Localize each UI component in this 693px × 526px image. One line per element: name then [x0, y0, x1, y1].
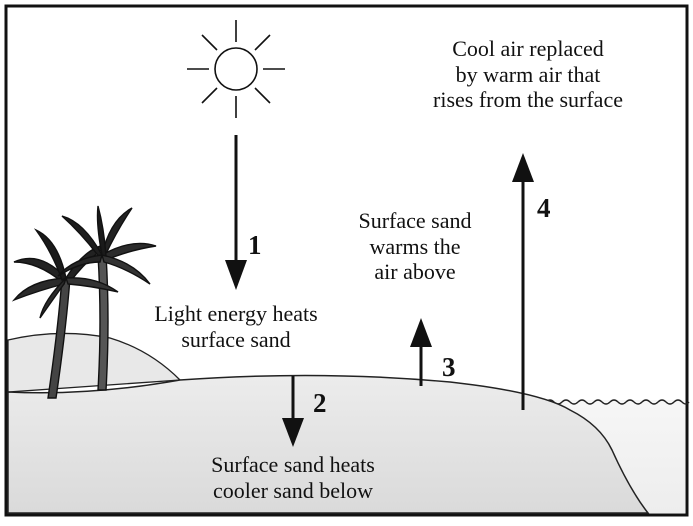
- step-number-2: 2: [313, 388, 327, 418]
- step-number-4: 4: [537, 193, 551, 223]
- caption-line: cooler sand below: [212, 477, 374, 503]
- arrow-down-icon: [282, 376, 304, 447]
- caption-line: air above: [374, 259, 456, 285]
- caption-line: by warm air that: [455, 61, 601, 87]
- sun-icon: [187, 20, 285, 118]
- arrow-up-icon: [410, 318, 432, 386]
- step-number-3: 3: [442, 352, 456, 382]
- step-1-caption: Light energy heats surface sand: [104, 301, 368, 352]
- step-number-1: 1: [248, 230, 262, 260]
- arrow-up-icon: [512, 153, 534, 410]
- caption-line: Cool air replaced: [452, 36, 604, 61]
- caption-line: rises from the surface: [433, 87, 623, 113]
- caption-line: Surface sand heats: [211, 452, 375, 477]
- caption-line: warms the: [369, 233, 461, 259]
- caption-line: Light energy heats: [154, 301, 318, 326]
- beach-sand: [7, 374, 650, 514]
- palm-tree-icon: [11, 205, 157, 399]
- step-3-caption: Surface sand warms the air above: [330, 208, 500, 285]
- caption-line: Surface sand: [358, 208, 472, 233]
- step-2-caption: Surface sand heats cooler sand below: [156, 452, 430, 503]
- arrow-down-icon: [225, 135, 247, 290]
- caption-line: surface sand: [181, 326, 291, 352]
- step-4-caption: Cool air replaced by warm air that rises…: [376, 36, 680, 113]
